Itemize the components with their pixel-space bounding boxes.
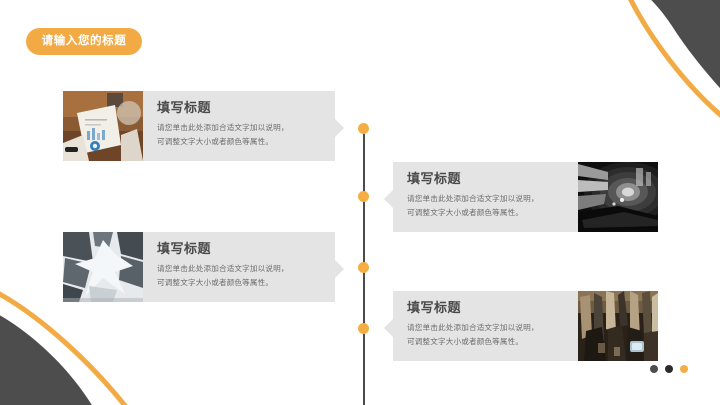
timeline-card-2[interactable]: 填写标题 请您单击此处添加合适文字加以说明， 可调整文字大小或者颜色等属性。 bbox=[384, 162, 658, 232]
card-4-description-line1: 请您单击此处添加合适文字加以说明， bbox=[407, 323, 539, 333]
card-3-body: 填写标题 请您单击此处添加合适文字加以说明， 可调整文字大小或者颜色等属性。 bbox=[143, 232, 344, 302]
bottom-left-dark-shape bbox=[0, 315, 92, 405]
timeline-dot-4[interactable] bbox=[358, 323, 369, 334]
card-1-description-line2: 可调整文字大小或者颜色等属性。 bbox=[157, 136, 274, 146]
card-1-arrow-icon bbox=[335, 119, 344, 137]
timeline-dot-2[interactable] bbox=[358, 191, 369, 202]
card-2-description-line1: 请您单击此处添加合适文字加以说明， bbox=[407, 194, 539, 204]
card-2-description-line2: 可调整文字大小或者颜色等属性。 bbox=[407, 207, 524, 217]
card-4-description: 请您单击此处添加合适文字加以说明， 可调整文字大小或者颜色等属性。 bbox=[407, 321, 566, 348]
top-right-orange-stroke bbox=[628, 0, 720, 118]
card-3-photo bbox=[63, 232, 143, 302]
bottom-left-orange-stroke bbox=[0, 291, 128, 405]
top-right-dark-shape bbox=[651, 0, 720, 89]
card-1-photo bbox=[63, 91, 143, 161]
accent-dot-3 bbox=[680, 365, 688, 373]
card-4-title: 填写标题 bbox=[407, 300, 462, 315]
timeline-card-4[interactable]: 填写标题 请您单击此处添加合适文字加以说明， 可调整文字大小或者颜色等属性。 bbox=[384, 291, 658, 361]
accent-dot-1 bbox=[650, 365, 658, 373]
slide-title-text: 请输入您的标题 bbox=[41, 34, 127, 47]
card-3-description: 请您单击此处添加合适文字加以说明， 可调整文字大小或者颜色等属性。 bbox=[157, 262, 323, 289]
card-1-description-line1: 请您单击此处添加合适文字加以说明， bbox=[157, 123, 289, 133]
card-2-body: 填写标题 请您单击此处添加合适文字加以说明， 可调整文字大小或者颜色等属性。 bbox=[384, 162, 578, 232]
card-4-description-line2: 可调整文字大小或者颜色等属性。 bbox=[407, 336, 524, 346]
card-1-body: 填写标题 请您单击此处添加合适文字加以说明， 可调整文字大小或者颜色等属性。 bbox=[143, 91, 344, 161]
card-4-arrow-icon bbox=[384, 319, 393, 337]
timeline-card-1[interactable]: 填写标题 请您单击此处添加合适文字加以说明， 可调整文字大小或者颜色等属性。 bbox=[63, 91, 344, 161]
timeline-dot-3[interactable] bbox=[358, 262, 369, 273]
card-4-photo bbox=[578, 291, 658, 361]
card-3-description-line1: 请您单击此处添加合适文字加以说明， bbox=[157, 264, 289, 274]
card-2-photo bbox=[578, 162, 658, 232]
card-1-title: 填写标题 bbox=[157, 100, 212, 115]
card-1-description: 请您单击此处添加合适文字加以说明， 可调整文字大小或者颜色等属性。 bbox=[157, 121, 323, 148]
accent-dot-2 bbox=[665, 365, 673, 373]
card-3-arrow-icon bbox=[335, 260, 344, 278]
card-3-title: 填写标题 bbox=[157, 241, 212, 256]
card-4-body: 填写标题 请您单击此处添加合适文字加以说明， 可调整文字大小或者颜色等属性。 bbox=[384, 291, 578, 361]
timeline-card-3[interactable]: 填写标题 请您单击此处添加合适文字加以说明， 可调整文字大小或者颜色等属性。 bbox=[63, 232, 344, 302]
card-2-description: 请您单击此处添加合适文字加以说明， 可调整文字大小或者颜色等属性。 bbox=[407, 192, 566, 219]
card-2-arrow-icon bbox=[384, 190, 393, 208]
card-2-title: 填写标题 bbox=[407, 171, 462, 186]
accent-dot-group bbox=[650, 365, 688, 373]
slide-title-pill[interactable]: 请输入您的标题 bbox=[26, 28, 142, 55]
card-3-description-line2: 可调整文字大小或者颜色等属性。 bbox=[157, 277, 274, 287]
timeline-dot-1[interactable] bbox=[358, 123, 369, 134]
